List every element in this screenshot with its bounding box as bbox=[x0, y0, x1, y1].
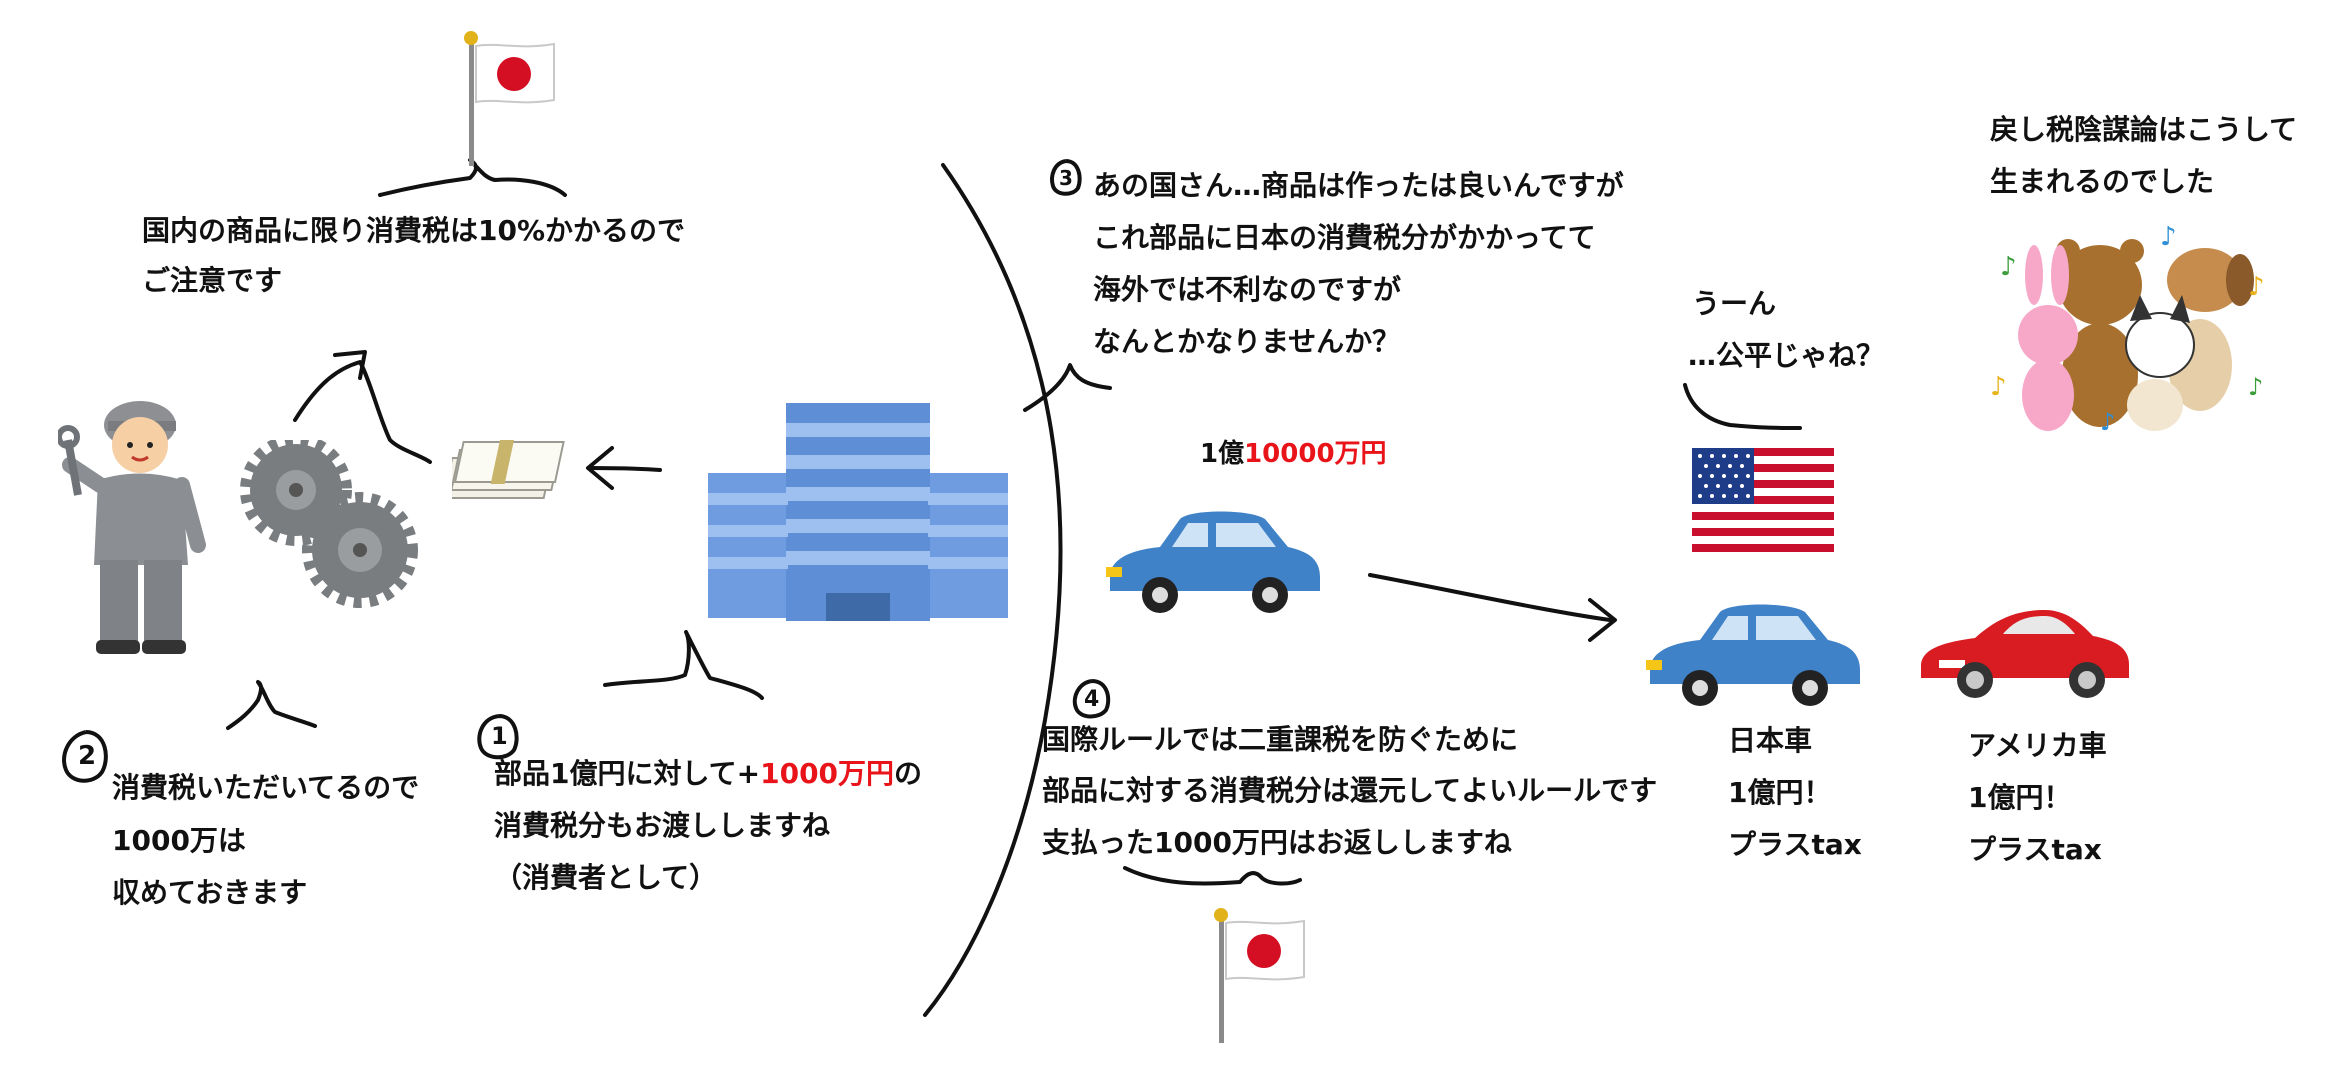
gears-icon bbox=[240, 440, 418, 608]
us-car-line-2: 1億円！ bbox=[1968, 781, 2072, 814]
tax-notice-line-2: ご注意です bbox=[142, 264, 283, 297]
car-price-black: 1億 bbox=[1200, 439, 1245, 469]
japan-car-line-1: 日本車 bbox=[1728, 724, 1813, 757]
sports-car-icon bbox=[1921, 610, 2129, 698]
svg-text:♪: ♪ bbox=[2248, 272, 2265, 302]
step4-line-1: 国際ルールでは二重課税を防ぐために bbox=[1042, 723, 1519, 756]
step1-line-1-post: の bbox=[894, 757, 923, 790]
step-2-number: 2 bbox=[78, 741, 97, 771]
conclusion-line-2: 生まれるのでした bbox=[1990, 165, 2215, 198]
step-1-marker bbox=[477, 714, 519, 760]
step4-line-2: 部品に対する消費税分は還元してよいルールです bbox=[1042, 774, 1658, 807]
us-car-line-3: プラスtax bbox=[1968, 833, 2102, 866]
step-3-marker bbox=[1050, 159, 1082, 196]
money-icon bbox=[452, 440, 565, 499]
step-1-number: 1 bbox=[491, 722, 508, 750]
tax-notice-line-1: 国内の商品に限り消費税は10%かかるので bbox=[142, 214, 686, 247]
step3-line-2: これ部品に日本の消費税分がかかってて bbox=[1093, 221, 1596, 254]
step2-line-3: 収めておきます bbox=[112, 876, 308, 909]
svg-text:♪: ♪ bbox=[2000, 252, 2017, 282]
step-4-marker bbox=[1072, 679, 1111, 719]
japan-flag-icon bbox=[464, 31, 555, 166]
conclusion-line-1: 戻し税陰謀論はこうして bbox=[1990, 113, 2298, 146]
japan-flag-icon bbox=[1214, 908, 1305, 1043]
step1-line-1-red: 1000万円 bbox=[760, 757, 895, 790]
us-reply-line-1: うーん bbox=[1692, 287, 1777, 320]
car-icon bbox=[1646, 604, 1860, 706]
svg-text:♪: ♪ bbox=[2248, 373, 2263, 401]
svg-text:♪: ♪ bbox=[1990, 372, 2007, 402]
svg-text:♪: ♪ bbox=[2100, 408, 2115, 435]
step2-line-2: 1000万は bbox=[112, 824, 246, 857]
us-car-line-1: アメリカ車 bbox=[1968, 729, 2107, 762]
us-flag-icon bbox=[1692, 448, 1834, 554]
step-2-marker bbox=[62, 730, 108, 783]
step-3-number: 3 bbox=[1059, 166, 1073, 190]
car-price: 1億10000万円 bbox=[1200, 428, 1387, 480]
worker-icon bbox=[58, 401, 206, 654]
svg-text:♪: ♪ bbox=[2160, 225, 2177, 252]
step2-line-1: 消費税いただいてるので bbox=[112, 771, 420, 804]
japan-car-line-3: プラスtax bbox=[1728, 828, 1862, 861]
divider-line bbox=[923, 163, 1063, 1017]
step3-line-1: あの国さん…商品は作ったは良いんですが bbox=[1093, 169, 1624, 202]
car-price-red: 10000万円 bbox=[1244, 439, 1387, 469]
step-4-number: 4 bbox=[1084, 687, 1100, 712]
animals-icon: ♪ ♪ ♪ ♪ ♪ ♪ bbox=[1990, 225, 2265, 435]
step4-line-3: 支払った1000万円はお返ししますね bbox=[1042, 826, 1512, 859]
step1-line-2: 消費税分もお渡ししますね bbox=[494, 809, 831, 842]
car-icon bbox=[1106, 511, 1320, 613]
step1-line-1-pre: 部品1億円に対して+ bbox=[494, 757, 761, 790]
us-reply-line-2: …公平じゃね？ bbox=[1688, 339, 1885, 372]
step3-line-4: なんとかなりませんか？ bbox=[1093, 325, 1401, 358]
step3-line-3: 海外では不利なのですが bbox=[1093, 273, 1402, 306]
japan-car-line-2: 1億円！ bbox=[1728, 776, 1832, 809]
building-icon bbox=[708, 403, 1008, 621]
step1-line-1: 部品1億円に対して+1000万円の bbox=[494, 748, 922, 800]
step1-line-3: （消費者として） bbox=[494, 861, 718, 894]
